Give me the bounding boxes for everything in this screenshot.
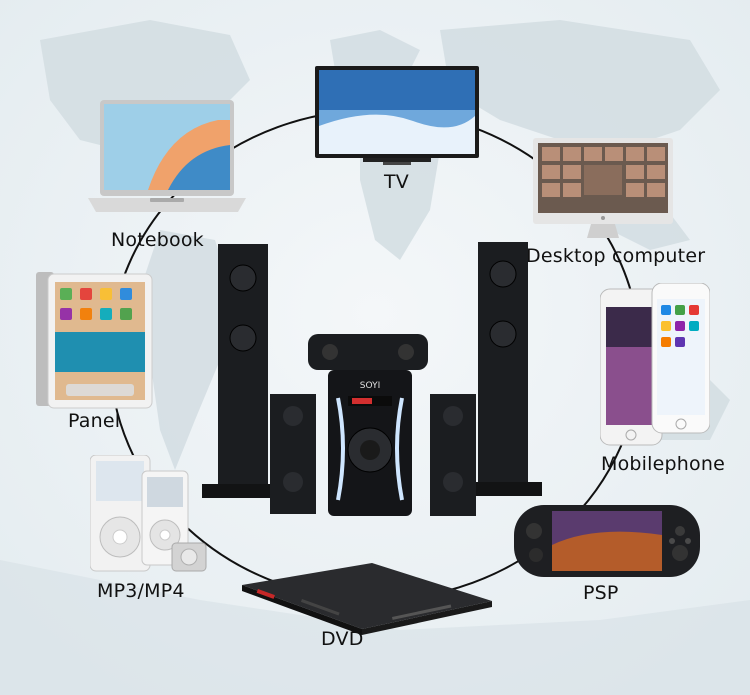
home-theater-speakers: SOYI — [198, 238, 543, 518]
mobilephone-label: Mobilephone — [601, 453, 725, 475]
laptop-icon — [88, 100, 246, 212]
psp-device — [514, 505, 700, 579]
speaker-brand: SOYI — [360, 381, 380, 391]
desktop-label: Desktop computer — [526, 245, 706, 267]
dvd-label: DVD — [321, 628, 364, 650]
notebook-label: Notebook — [111, 229, 204, 251]
panel-device — [36, 272, 154, 410]
mp3-device — [89, 454, 215, 575]
dvd-player-icon — [242, 563, 492, 635]
mp3-label: MP3/MP4 — [97, 580, 185, 602]
mobilephone-device — [599, 282, 711, 448]
psp-label: PSP — [583, 582, 619, 604]
notebook-device — [88, 100, 246, 225]
desktop-device — [533, 138, 673, 243]
desktop-icon — [533, 138, 673, 238]
panel-label: Panel — [68, 410, 121, 432]
music-player-icon — [89, 454, 207, 572]
dvd-device — [242, 563, 492, 635]
game-console-icon — [514, 505, 700, 577]
tv-label: TV — [384, 171, 410, 193]
speaker-system-icon: SOYI — [202, 242, 542, 516]
tablet-icon — [36, 272, 153, 409]
tv-icon — [315, 66, 479, 165]
tv-device — [313, 66, 481, 166]
smartphone-icon — [599, 282, 711, 446]
